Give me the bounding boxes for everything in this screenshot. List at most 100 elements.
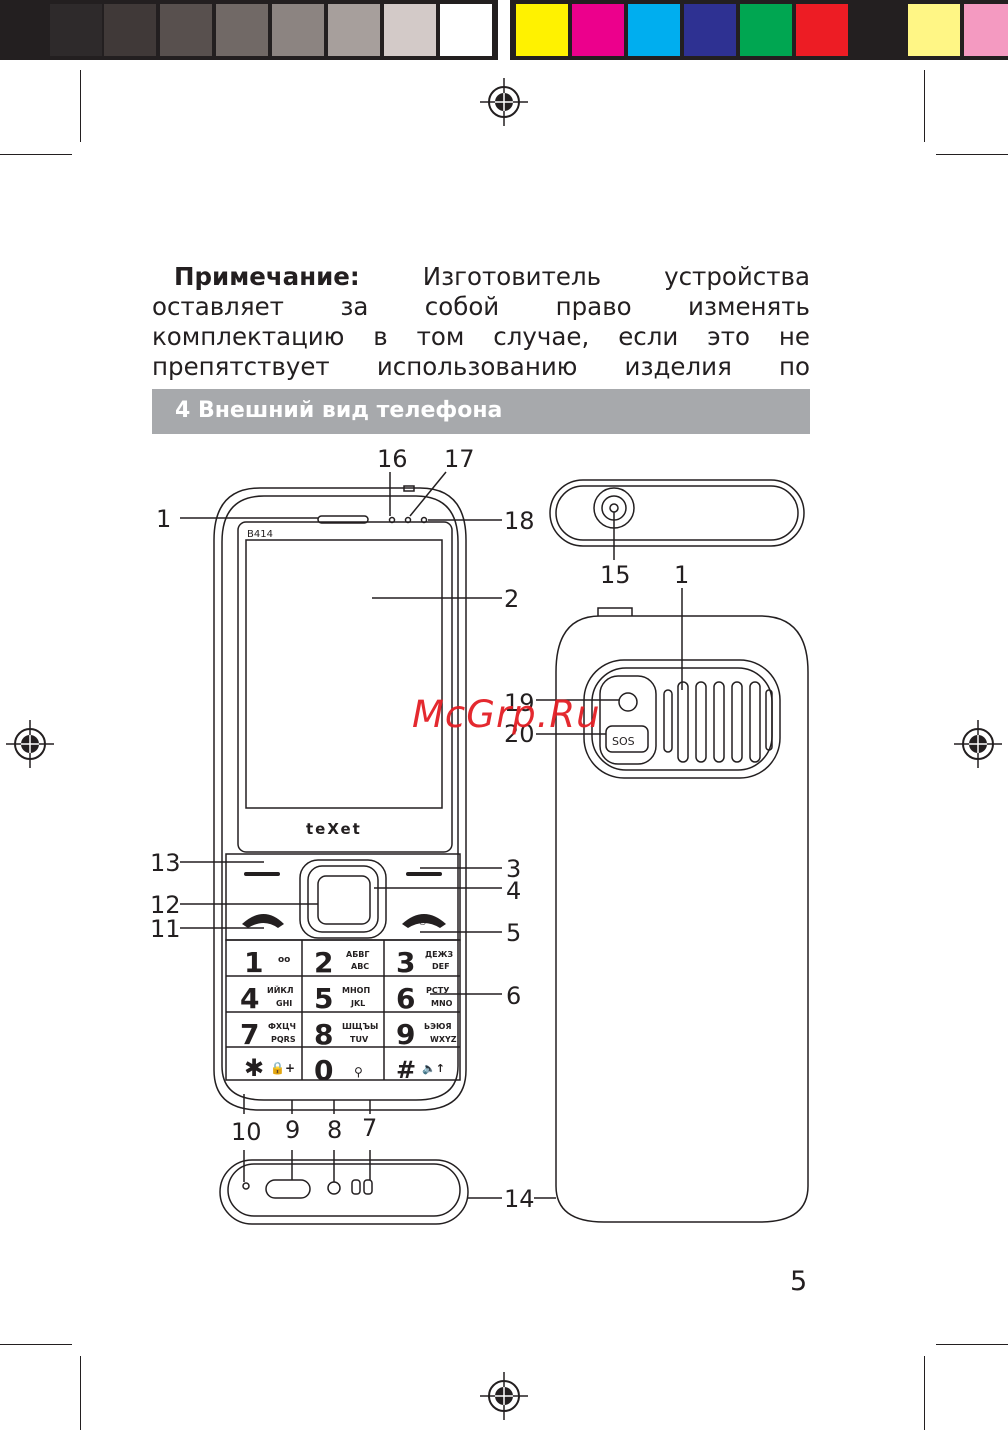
- swatch-gray-1: [4, 4, 48, 56]
- registration-mark-top: [480, 78, 528, 126]
- key-8-lat: TUV: [350, 1035, 369, 1044]
- key-3-lat: DEF: [432, 962, 450, 971]
- crop-mark-bl-v: [80, 1356, 81, 1430]
- swatch-black: [852, 4, 904, 56]
- swatch-yellow: [516, 4, 568, 56]
- front-bezel: [237, 521, 453, 853]
- swatch-green: [740, 4, 792, 56]
- callout-13: 13: [150, 849, 181, 877]
- callout-14: 14: [504, 1185, 535, 1213]
- registration-mark-bottom: [480, 1372, 528, 1420]
- callout-20: 20: [504, 720, 535, 748]
- key-star-symbol: 🔒+: [270, 1061, 295, 1075]
- charging-indicator: [242, 1182, 250, 1190]
- note-text: Изготовитель устройства оставляет за соб…: [152, 262, 810, 411]
- sensor-17: [404, 516, 412, 524]
- key-7-lat: PQRS: [271, 1035, 296, 1044]
- swatch-cyan: [628, 4, 680, 56]
- callout-7: 7: [362, 1114, 377, 1142]
- key-8-cyr: ШЩЪЫ: [342, 1022, 378, 1031]
- key-3-digit: 3: [396, 946, 415, 979]
- crop-mark-tr-v: [924, 70, 925, 142]
- key-1-digit: 1: [244, 946, 263, 979]
- swatch-magenta: [572, 4, 624, 56]
- callout-15: 15: [600, 561, 631, 589]
- model-label: B414: [247, 529, 273, 540]
- callout-1: 1: [156, 505, 171, 533]
- callout-8: 8: [327, 1116, 342, 1144]
- keypad-grid: [225, 939, 461, 1081]
- callout-17: 17: [444, 445, 475, 473]
- front-body-outline: [213, 487, 467, 1111]
- callout-9: 9: [285, 1116, 300, 1144]
- callout-1-back: 1: [674, 561, 689, 589]
- back-body-outline: [555, 615, 809, 1223]
- key-2-digit: 2: [314, 946, 333, 979]
- right-softkey-bar: [406, 872, 442, 876]
- key-7-cyr: ФХЦЧ: [268, 1022, 296, 1031]
- page-number: 5: [790, 1266, 808, 1297]
- crop-mark-tl-h: [0, 154, 72, 155]
- key-0-symbol: ⚲: [354, 1065, 363, 1079]
- note-label: Примечание:: [174, 262, 360, 291]
- swatch-pink: [964, 4, 1008, 56]
- section-title: 4 Внешний вид телефона: [175, 398, 503, 423]
- key-0-digit: 0: [314, 1054, 333, 1087]
- nav-ring-inner: [307, 865, 379, 933]
- callout-16: 16: [377, 445, 408, 473]
- swatch-blue: [684, 4, 736, 56]
- swatch-gray-7: [328, 4, 380, 56]
- keypad-keys: 1 oo 2 АБВГ ABC 3 ДЕЖЗ DEF 4 ИЙКЛ GHI 5 …: [240, 946, 457, 1087]
- callout-18: 18: [504, 507, 535, 535]
- key-6-lat: MNO: [431, 999, 453, 1008]
- callout-12: 12: [150, 891, 181, 919]
- end-key-icon: [402, 914, 446, 928]
- bottom-view-outline: [219, 1159, 469, 1225]
- key-2-cyr: АБВГ: [346, 950, 369, 959]
- callout-10: 10: [231, 1118, 262, 1146]
- crop-mark-tl-v: [80, 70, 81, 142]
- ok-button: [317, 875, 371, 925]
- swatch-gray-5: [216, 4, 268, 56]
- crop-mark-bl-h: [0, 1344, 72, 1345]
- key-star-digit: ✱: [244, 1054, 264, 1082]
- sos-button: [605, 725, 649, 753]
- swatch-gray-3: [104, 4, 156, 56]
- swatch-red: [796, 4, 848, 56]
- nav-ring: [299, 859, 387, 939]
- crop-mark-br-v: [924, 1356, 925, 1430]
- key-7-digit: 7: [240, 1018, 259, 1051]
- key-9-lat: WXYZ: [430, 1035, 457, 1044]
- sos-label: SOS: [612, 735, 635, 748]
- earpiece-speaker: [317, 515, 369, 524]
- key-4-lat: GHI: [276, 999, 292, 1008]
- key-6-digit: 6: [396, 982, 415, 1015]
- swatch-gray-6: [272, 4, 324, 56]
- swatch-light-yellow: [908, 4, 960, 56]
- key-9-digit: 9: [396, 1018, 415, 1051]
- callout-6: 6: [506, 982, 521, 1010]
- key-hash-digit: #: [396, 1056, 416, 1084]
- callout-11: 11: [150, 915, 181, 943]
- registration-mark-left: [6, 720, 54, 768]
- section-header-bar: 4 Внешний вид телефона: [152, 389, 810, 434]
- swatch-gray-2: [50, 4, 102, 56]
- front-body-inner: [221, 495, 459, 1101]
- key-5-cyr: МНОП: [342, 986, 370, 995]
- note-paragraph: Примечание: Изготовитель устройства оста…: [152, 262, 810, 412]
- key-9-cyr: ЬЭЮЯ: [424, 1022, 452, 1031]
- display-screen: [245, 539, 443, 809]
- callout-3: 3: [506, 855, 521, 883]
- brand-logo: teXet: [306, 820, 362, 838]
- key-6-cyr: РСТУ: [426, 986, 449, 995]
- callout-4: 4: [506, 877, 521, 905]
- crop-mark-tr-h: [936, 154, 1008, 155]
- swatch-gray-8: [384, 4, 436, 56]
- registration-mark-right: [954, 720, 1002, 768]
- key-4-digit: 4: [240, 982, 259, 1015]
- call-key-icon: [242, 914, 284, 928]
- key-8-digit: 8: [314, 1018, 333, 1051]
- callout-5: 5: [506, 919, 521, 947]
- top-view-outline: [549, 479, 805, 547]
